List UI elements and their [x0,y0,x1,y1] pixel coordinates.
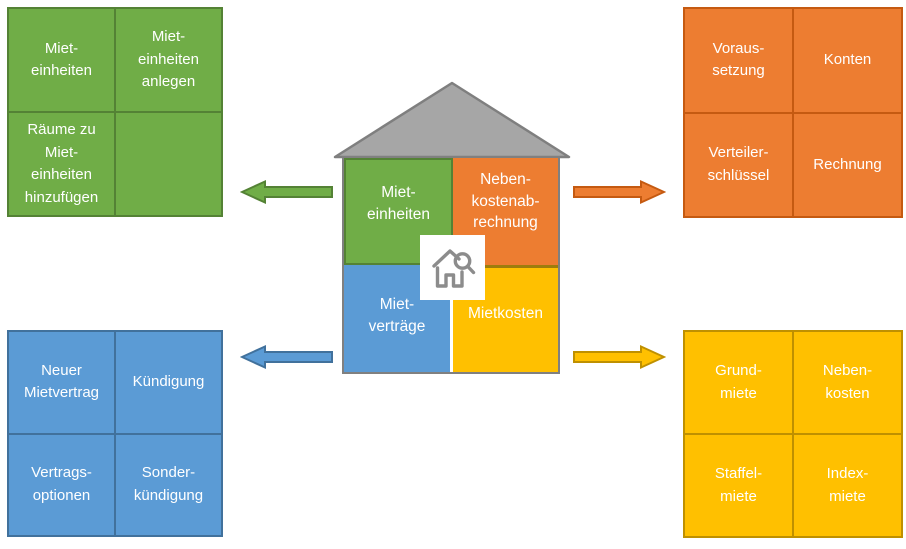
table-cell: Staffel- miete [685,435,792,536]
roof-shape [333,81,571,159]
table-cell: Voraus- setzung [685,9,792,112]
table-cell: Index- miete [794,435,901,536]
table-cell: Miet- einheiten [9,9,114,111]
mieteinheiten-arrow-icon [240,179,333,205]
table-cell: Räume zu Miet- einheiten hinzufügen [9,113,114,215]
table-cell-empty [116,113,221,215]
mietkosten-table: Grund- miete Neben- kosten Staffel- miet… [683,330,903,538]
table-cell: Rechnung [794,113,901,216]
table-cell: Grund- miete [685,332,792,433]
table-cell: Neben- kosten [794,332,901,433]
nebenkostenabrechnung-arrow-icon [573,179,666,205]
mietvertraege-arrow-icon [240,344,333,370]
quadrant-mieteinheiten: Miet- einheiten [344,158,453,265]
quadrant-mietvertraege: Miet- verträge [344,265,453,372]
house-diagram: Miet- einheiten Neben- kostenab- rechnun… [332,81,572,375]
table-cell: Vertrags- optionen [9,434,114,535]
table-cell: Konten [794,9,901,112]
table-cell: Miet- einheiten anlegen [116,9,221,111]
house-body: Miet- einheiten Neben- kostenab- rechnun… [342,156,560,374]
house-search-icon [431,248,475,288]
table-cell: Neuer Mietvertrag [9,332,114,433]
nebenkostenabrechnung-table: Voraus- setzung Konten Verteiler- schlüs… [683,7,903,218]
center-icon-tile [420,235,485,300]
mieteinheiten-table: Miet- einheiten Miet- einheiten anlegen … [7,7,223,217]
mietkosten-arrow-icon [573,344,666,370]
table-cell: Kündigung [116,332,221,433]
table-cell: Verteiler- schlüssel [685,113,792,216]
mietvertraege-table: Neuer Mietvertrag Kündigung Vertrags- op… [7,330,223,537]
table-cell: Sonder- kündigung [116,434,221,535]
